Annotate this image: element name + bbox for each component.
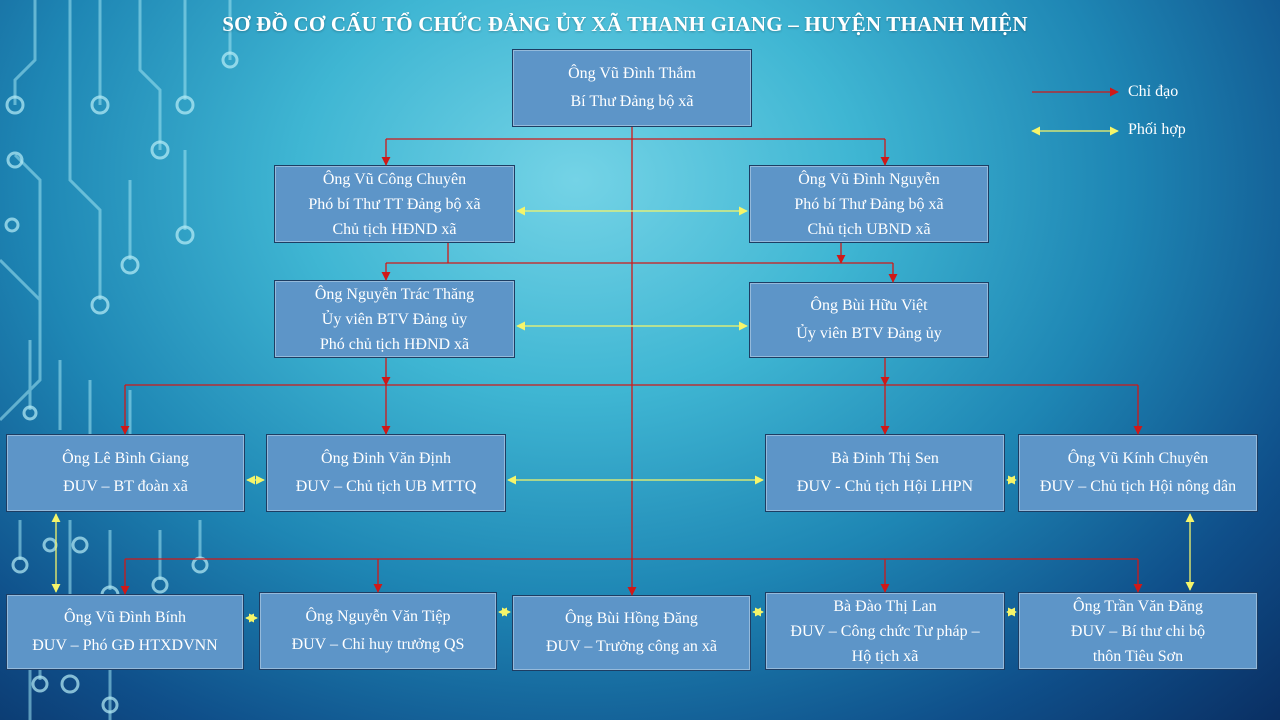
node-name: Ông Bùi Hữu Việt <box>810 297 928 314</box>
node-name: Ông Vũ Kính Chuyên <box>1067 450 1209 467</box>
node-police: Ông Bùi Hồng Đăng ĐUV – Trưởng công an x… <box>512 595 751 671</box>
node-role: Ủy viên BTV Đảng ủy <box>321 310 468 328</box>
node-youth-union: Ông Lê Bình Giang ĐUV – BT đoàn xã <box>6 434 245 512</box>
node-name: Ông Vũ Đình Nguyễn <box>798 170 940 188</box>
node-standing-member-1: Ông Nguyễn Trác Thăng Ủy viên BTV Đảng ủ… <box>274 280 515 358</box>
node-name: Ông Bùi Hồng Đăng <box>565 610 698 627</box>
node-role: Phó chủ tịch HĐND xã <box>319 335 470 353</box>
node-name: Bà Đào Thị Lan <box>833 597 937 615</box>
node-military: Ông Nguyễn Văn Tiệp ĐUV – Chỉ huy trưởng… <box>259 592 497 670</box>
node-role: Phó bí Thư TT Đảng bộ xã <box>308 195 481 213</box>
node-standing-member-2: Ông Bùi Hữu Việt Ủy viên BTV Đảng ủy <box>749 282 989 358</box>
node-name: Ông Lê Bình Giang <box>62 450 189 467</box>
node-vice-standing: Ông Vũ Công Chuyên Phó bí Thư TT Đảng bộ… <box>274 165 515 243</box>
node-name: Ông Vũ Đình Thắm <box>568 65 696 82</box>
node-women-union: Bà Đinh Thị Sen ĐUV - Chủ tịch Hội LHPN <box>765 434 1005 512</box>
node-role: ĐUV – BT đoàn xã <box>63 478 188 495</box>
node-role: Ủy viên BTV Đảng ủy <box>796 325 942 342</box>
node-name: Bà Đinh Thị Sen <box>831 450 939 467</box>
node-name: Ông Nguyễn Văn Tiệp <box>305 608 451 625</box>
node-name: Ông Vũ Đình Bính <box>64 609 186 626</box>
node-role: ĐUV – Chủ tịch UB MTTQ <box>295 478 477 495</box>
node-role: thôn Tiêu Sơn <box>1092 647 1184 665</box>
node-role: Phó bí Thư Đảng bộ xã <box>794 195 944 213</box>
node-role: ĐUV – Bí thư chi bộ <box>1070 622 1206 640</box>
node-role: ĐUV – Chỉ huy trưởng QS <box>291 636 465 653</box>
node-farmers-union: Ông Vũ Kính Chuyên ĐUV – Chủ tịch Hội nô… <box>1018 434 1258 512</box>
legend-direct-label: Chỉ đạo <box>1128 83 1179 100</box>
node-role: Chủ tịch HĐND xã <box>332 220 457 238</box>
page-title: SƠ ĐỒ CƠ CẤU TỔ CHỨC ĐẢNG ỦY XÃ THANH GI… <box>222 12 1028 36</box>
node-role: ĐUV – Phó GĐ HTXDVNN <box>32 637 218 654</box>
node-role: ĐUV – Trưởng công an xã <box>545 638 718 655</box>
node-role: ĐUV – Công chức Tư pháp – <box>790 622 980 640</box>
node-role: ĐUV – Chủ tịch Hội nông dân <box>1039 478 1237 495</box>
node-vice-secretary: Ông Vũ Đình Nguyễn Phó bí Thư Đảng bộ xã… <box>749 165 989 243</box>
node-role: Chủ tịch UBND xã <box>807 220 931 238</box>
node-role: Hộ tịch xã <box>851 647 919 665</box>
node-cooperative: Ông Vũ Đình Bính ĐUV – Phó GĐ HTXDVNN <box>6 594 244 670</box>
node-name: Ông Đinh Văn Định <box>321 450 451 467</box>
node-secretary: Ông Vũ Đình Thắm Bí Thư Đảng bộ xã <box>512 49 752 127</box>
node-name: Ông Vũ Công Chuyên <box>322 170 467 188</box>
node-name: Ông Nguyễn Trác Thăng <box>314 285 475 303</box>
node-justice: Bà Đào Thị Lan ĐUV – Công chức Tư pháp –… <box>765 592 1005 670</box>
node-name: Ông Trần Văn Đăng <box>1073 597 1203 615</box>
node-village-branch: Ông Trần Văn Đăng ĐUV – Bí thư chi bộ th… <box>1018 592 1258 670</box>
legend-coordinate-label: Phối hợp <box>1128 121 1186 138</box>
node-fatherland-front: Ông Đinh Văn Định ĐUV – Chủ tịch UB MTTQ <box>266 434 506 512</box>
node-role: ĐUV - Chủ tịch Hội LHPN <box>796 478 974 495</box>
node-role: Bí Thư Đảng bộ xã <box>570 93 694 110</box>
